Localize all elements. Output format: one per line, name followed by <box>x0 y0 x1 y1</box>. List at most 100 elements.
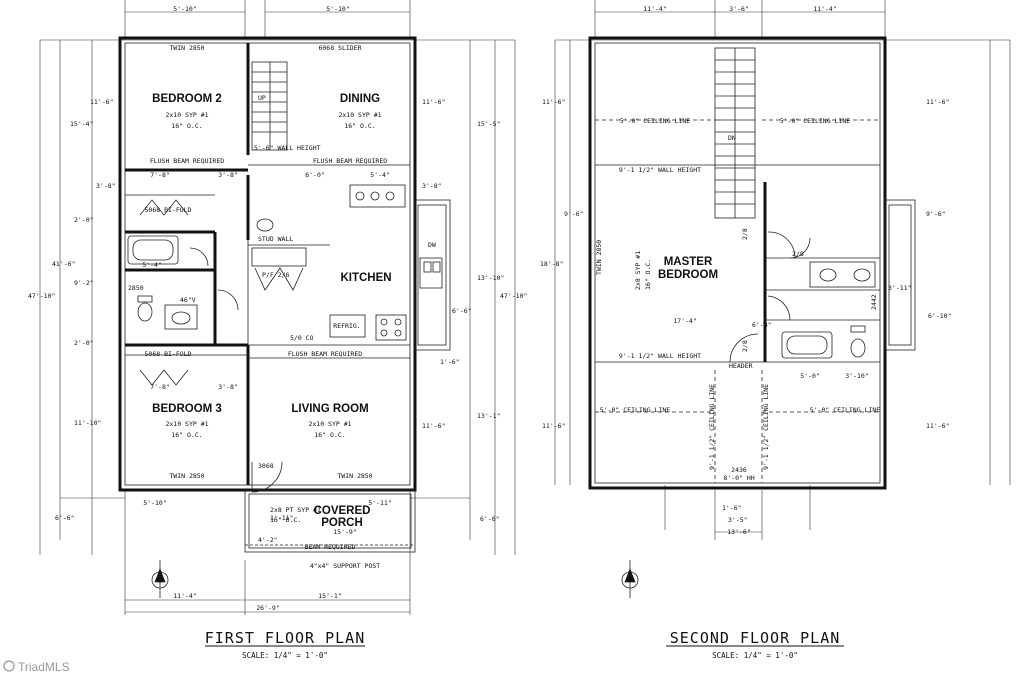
living-room-joist-spec: 2x10 SYP #1 <box>308 420 351 428</box>
bedroom-2-joist-spec: 2x10 SYP #1 <box>165 111 208 119</box>
window-note: TWIN 2850 <box>337 472 372 480</box>
watermark-text: TriadMLS <box>18 660 70 674</box>
wall-height-note: 9'-1 1/2" WALL HEIGHT <box>619 166 701 174</box>
window-note: TWIN 2850 <box>169 472 204 480</box>
living-room-spacing: 16" O.C. <box>314 431 345 439</box>
dimension: 3'-5" <box>728 516 748 524</box>
bedroom-3-joist-spec: 2x10 SYP #1 <box>165 420 208 428</box>
dimension: 3'-6" <box>729 5 749 13</box>
first-floor-plan: BEDROOM 2 2x10 SYP #1 16" O.C. DINING 2x… <box>28 0 527 660</box>
dimension: 15'-4" <box>70 120 93 128</box>
dimension: 3'-8" <box>218 383 238 391</box>
dining-label: DINING <box>340 93 380 105</box>
dimension: 5'-0" <box>800 372 820 380</box>
dimension: 2'-0" <box>74 339 94 347</box>
dimension: 13'-10" <box>477 274 504 282</box>
dimension: 3'-10" <box>845 372 868 380</box>
dimension: 5'-10" <box>143 499 166 507</box>
dimension: 47'-10" <box>500 292 527 300</box>
support-post-note: 4"x4" SUPPORT POST <box>310 562 381 570</box>
window-note: 2436 <box>731 466 747 474</box>
dimension: 3'-11" <box>888 284 911 292</box>
dimension: 6'-6" <box>55 514 75 522</box>
dimension: 6'-10" <box>928 312 951 320</box>
pantry-door-note: P/F 2/6 <box>262 271 289 279</box>
window-note: TWIN 2850 <box>595 240 603 275</box>
bifold-note: 5068 BI-FOLD <box>145 206 192 214</box>
window-note: 2442 <box>870 294 878 310</box>
ceiling-line-note: 5'-0" CEILING LINE <box>780 117 851 125</box>
dimension: 1'-11" <box>270 514 293 522</box>
ceiling-line-note: 5'-0" CEILING LINE <box>810 406 881 414</box>
door-note: 2/8 <box>792 250 804 258</box>
first-floor-title: FIRST FLOOR PLAN <box>205 629 366 647</box>
dimension: 11'-4" <box>813 5 836 13</box>
dining-spacing: 16" O.C. <box>344 122 375 130</box>
dimension: 5'-4" <box>142 261 162 269</box>
dimension: 3'-8" <box>422 182 442 190</box>
dimension: 3'-8" <box>96 182 116 190</box>
dimension: 3'-8" <box>218 171 238 179</box>
dishwasher-note: DW <box>428 241 436 249</box>
window-note: 2850 <box>128 284 144 292</box>
dimension: 11'-4" <box>173 592 196 600</box>
master-bedroom-label-2: BEDROOM <box>658 269 718 281</box>
stud-wall-note: STUD WALL <box>258 235 293 243</box>
flush-beam-note: FLUSH BEAM REQUIRED <box>288 350 362 358</box>
cased-opening-note: 5/0 CO <box>290 334 314 342</box>
stairs-up-note: UP <box>258 94 266 102</box>
dimension: 6'-8" <box>752 321 772 329</box>
dimension: 1'-6" <box>440 358 460 366</box>
dimension: 13'-1" <box>477 412 500 420</box>
bedroom-2-spacing: 16" O.C. <box>171 122 202 130</box>
ceiling-line-note: 5'-0" CEILING LINE <box>600 406 671 414</box>
door-note: 3068 <box>258 462 274 470</box>
beam-required-note: BEAM REQUIRED <box>305 543 356 551</box>
dimension: 13'-6" <box>727 528 750 536</box>
second-floor-scale: SCALE: 1/4" = 1'-0" <box>712 651 798 660</box>
dimension: 26'-9" <box>256 604 279 612</box>
dimension: 5'-10" <box>173 5 196 13</box>
ceiling-line-note: 9'-1 1/2" CEILING LINE <box>762 384 770 470</box>
dimension: 6'-6" <box>452 307 472 315</box>
wall-height-note: 9'-1 1/2" WALL HEIGHT <box>619 352 701 360</box>
master-joist-spec: 2x8 SYP #1 <box>634 251 642 290</box>
dimension: 7'-8" <box>150 171 170 179</box>
dimension: 18'-8" <box>540 260 563 268</box>
dimension: 11'-6" <box>422 422 445 430</box>
dimension: 15'-5" <box>477 120 500 128</box>
master-spacing: 16" O.C. <box>644 259 652 290</box>
bedroom-2-label: BEDROOM 2 <box>152 93 222 105</box>
bedroom-3-label: BEDROOM 3 <box>152 403 222 415</box>
second-floor-title: SECOND FLOOR PLAN <box>670 629 841 647</box>
door-note: 2/8 <box>741 340 749 352</box>
dining-joist-spec: 2x10 SYP #1 <box>338 111 381 119</box>
refrigerator-note: REFRIG. <box>333 322 360 330</box>
window-height-note: 8'-0" HH <box>723 474 754 482</box>
dimension: 6'-6" <box>480 515 500 523</box>
slider-note: 6068 SLIDER <box>318 44 361 52</box>
dimension: 11'-4" <box>643 5 666 13</box>
porch-spacing: 16" O.C. <box>270 516 301 524</box>
dimension: 11'-6" <box>90 98 113 106</box>
first-floor-scale: SCALE: 1/4" = 1'-0" <box>242 651 328 660</box>
dimension: 11'-6" <box>542 98 565 106</box>
ceiling-line-note: 9'-1 1/2" CEILING LINE <box>708 384 716 470</box>
covered-porch-label-2: PORCH <box>321 517 363 529</box>
flush-beam-note: FLUSH BEAM REQUIRED <box>313 157 387 165</box>
dimension: 2'-0" <box>74 216 94 224</box>
flush-beam-note: FLUSH BEAM REQUIRED <box>150 157 224 165</box>
dimension: 7'-8" <box>150 383 170 391</box>
dimension: 11'-6" <box>542 422 565 430</box>
dimension: 15'-9" <box>333 528 356 536</box>
dimension: 11'-6" <box>926 422 949 430</box>
bifold-note: 5068 BI-FOLD <box>145 350 192 358</box>
wall-height-note: 5'-6" WALL HEIGHT <box>254 144 321 152</box>
watermark: TriadMLS <box>3 660 70 674</box>
dimension: 47'-10" <box>28 292 55 300</box>
bedroom-3-spacing: 16" O.C. <box>171 431 202 439</box>
dimension: 11'-10" <box>74 419 101 427</box>
dimension: 11'-6" <box>926 98 949 106</box>
dimension: 6'-0" <box>305 171 325 179</box>
